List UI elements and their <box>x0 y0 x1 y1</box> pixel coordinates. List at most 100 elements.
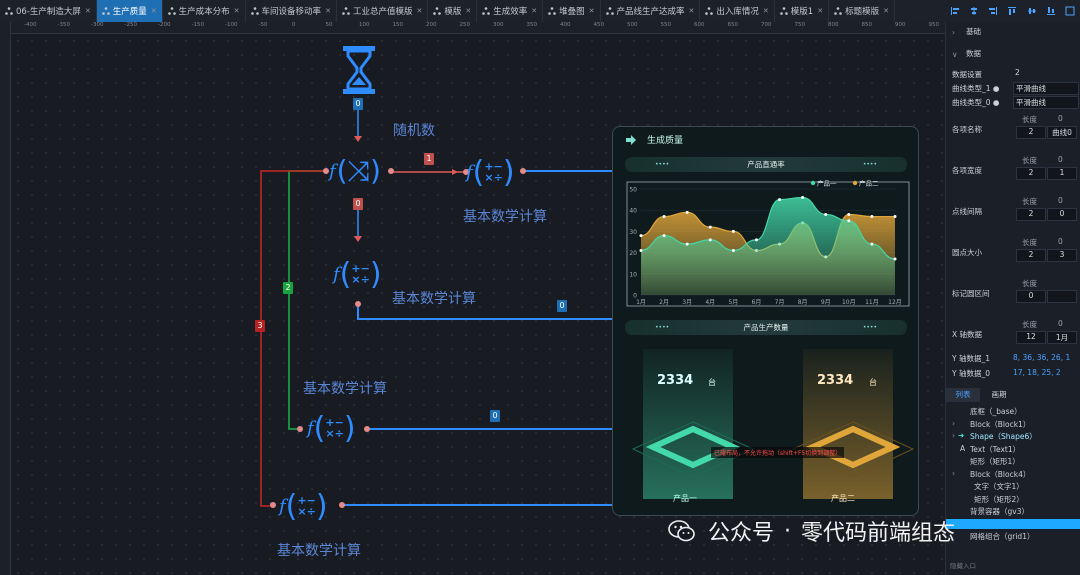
prop-input[interactable]: 1月 <box>1047 331 1077 344</box>
layer-item[interactable]: 底框（_base） <box>970 407 1022 416</box>
close-icon[interactable]: ✕ <box>762 7 769 15</box>
ruler-tick: -50 <box>258 22 268 28</box>
expand-icon[interactable]: › <box>952 468 955 478</box>
hourglass-icon[interactable] <box>341 44 377 96</box>
layer-item[interactable]: 背景容器（gv3） <box>970 507 1029 516</box>
math-ops-glyphs: +− ×÷ <box>351 262 370 286</box>
prop-input[interactable]: 0 <box>1047 208 1077 221</box>
ruler-tick: 150 <box>392 22 404 28</box>
close-icon[interactable]: ✕ <box>84 7 91 15</box>
close-icon[interactable]: ✕ <box>531 7 538 15</box>
prop-input[interactable] <box>1047 290 1077 303</box>
legend-label: 产品二 <box>859 179 879 188</box>
tab-label: 06-生产制造大屏 <box>16 7 81 17</box>
prop-input[interactable]: 平滑曲线 <box>1013 96 1079 109</box>
align-bottom-icon[interactable] <box>1046 6 1056 16</box>
math-node-4-label: 基本数学计算 <box>277 543 361 559</box>
data-point <box>639 248 643 252</box>
prop-input[interactable]: 2 <box>1016 208 1046 221</box>
distribute-icon[interactable] <box>1065 6 1075 16</box>
close-icon[interactable]: ✕ <box>150 7 157 15</box>
watermark: 公众号 · 零代码前端组态 <box>668 513 1068 549</box>
banner-pass-rate: •••• 产品直通率 •••• <box>625 157 907 172</box>
close-icon[interactable]: ✕ <box>883 7 889 15</box>
math-node-4[interactable]: f ( +− ×÷ ) <box>279 488 328 524</box>
ruler-tick: 650 <box>727 22 739 28</box>
watermark-dot: · <box>784 518 792 544</box>
tab-2[interactable]: 生产成本分布✕ <box>163 0 246 22</box>
flow-icon <box>101 7 110 15</box>
close-icon[interactable]: ✕ <box>233 7 240 15</box>
expand-icon[interactable]: › <box>952 418 955 428</box>
random-node-label: 随机数 <box>393 123 435 139</box>
prop-input[interactable]: 2 <box>1016 249 1046 262</box>
ruler-tick: -100 <box>225 22 238 28</box>
prop-input[interactable]: 平滑曲线 <box>1013 82 1079 95</box>
align-center-icon[interactable] <box>969 6 979 16</box>
prop-input[interactable]: 曲线0 <box>1047 126 1077 139</box>
series-line-0 <box>640 196 896 260</box>
selected-layer-highlight[interactable] <box>946 519 1080 529</box>
data-point <box>731 248 735 252</box>
layer-item[interactable]: 文字（文字1） <box>974 482 1024 491</box>
tab-other[interactable]: 画期 <box>991 390 1007 399</box>
align-left-icon[interactable] <box>950 6 960 16</box>
math-node-3[interactable]: f ( +− ×÷ ) <box>307 410 356 446</box>
prop-input[interactable]: 2 <box>1016 167 1046 180</box>
data-point <box>847 219 851 223</box>
flow-icon <box>779 7 788 15</box>
math-node-2[interactable]: f ( +− ×÷ ) <box>333 256 382 292</box>
layer-item[interactable]: 网格组合（grid1） <box>970 532 1035 541</box>
tab-11[interactable]: 标题模版✕ <box>829 0 895 22</box>
layer-item[interactable]: ›Block（Block1） <box>952 418 1031 429</box>
layer-item[interactable]: ›Block（Block4） <box>952 468 1031 479</box>
chevron-down-icon[interactable]: ∨ <box>952 50 958 59</box>
tab-6[interactable]: 生成效率✕ <box>477 0 544 22</box>
prop-input[interactable]: 2 <box>1016 126 1046 139</box>
ruler-tick: -250 <box>124 22 137 28</box>
prop-input[interactable]: 0 <box>1016 290 1046 303</box>
prop-input[interactable]: 2 <box>1015 68 1020 77</box>
math-node-1[interactable]: f ( +− ×÷ ) <box>466 154 515 190</box>
tab-list[interactable]: 列表 <box>946 388 980 402</box>
prop-input[interactable]: 3 <box>1047 249 1077 262</box>
tab-10[interactable]: 模版1✕ <box>775 0 830 22</box>
layer-item[interactable]: ›➜Shape（Shape6） <box>952 431 1037 441</box>
tab-3[interactable]: 车间设备移动率✕ <box>246 0 337 22</box>
expand-icon[interactable]: › <box>952 431 955 440</box>
prop-input[interactable]: 12 <box>1016 331 1046 344</box>
close-icon[interactable]: ✕ <box>465 7 472 15</box>
layer-item[interactable]: 矩形（矩形2） <box>974 494 1024 504</box>
close-icon[interactable]: ✕ <box>817 7 824 15</box>
editor-canvas[interactable]: 0 随机数 f (⤨) f ( +− ×÷ ) 基本数学计算 f ( +− ×÷… <box>11 34 945 575</box>
tab-0[interactable]: 06-生产制造大屏✕ <box>0 0 97 22</box>
align-middle-icon[interactable] <box>1027 6 1037 16</box>
close-icon[interactable]: ✕ <box>325 7 331 15</box>
math-node-3-label: 基本数学计算 <box>303 381 387 397</box>
product-2-value: 2334 <box>817 373 854 388</box>
tab-9[interactable]: 出入库情况✕ <box>700 0 775 22</box>
tab-4[interactable]: 工业总产值模版✕ <box>337 0 429 22</box>
tab-1[interactable]: 生产质量✕ <box>96 0 163 22</box>
close-icon[interactable]: ✕ <box>588 7 595 15</box>
series-area-0 <box>641 197 895 295</box>
align-top-icon[interactable] <box>1007 6 1017 16</box>
data-point <box>870 242 874 246</box>
random-node[interactable]: f (⤨) <box>329 152 393 190</box>
chevron-right-icon[interactable]: › <box>952 28 955 37</box>
tab-8[interactable]: 产品线生产达成率✕ <box>601 0 701 22</box>
legend-marker <box>810 180 816 186</box>
close-icon[interactable]: ✕ <box>416 7 423 15</box>
ruler-tick: -150 <box>191 22 204 28</box>
prop-group-label: 各项宽度 <box>952 166 982 175</box>
layer-item[interactable]: 矩形（矩形1） <box>970 457 1020 466</box>
align-right-icon[interactable] <box>988 6 998 16</box>
tab-5[interactable]: 模版✕ <box>428 0 478 22</box>
close-icon[interactable]: ✕ <box>688 7 695 15</box>
shuffle-icon: (⤨) <box>336 154 381 187</box>
tab-7[interactable]: 堆叠图✕ <box>543 0 601 22</box>
prop-input[interactable]: 1 <box>1047 167 1077 180</box>
